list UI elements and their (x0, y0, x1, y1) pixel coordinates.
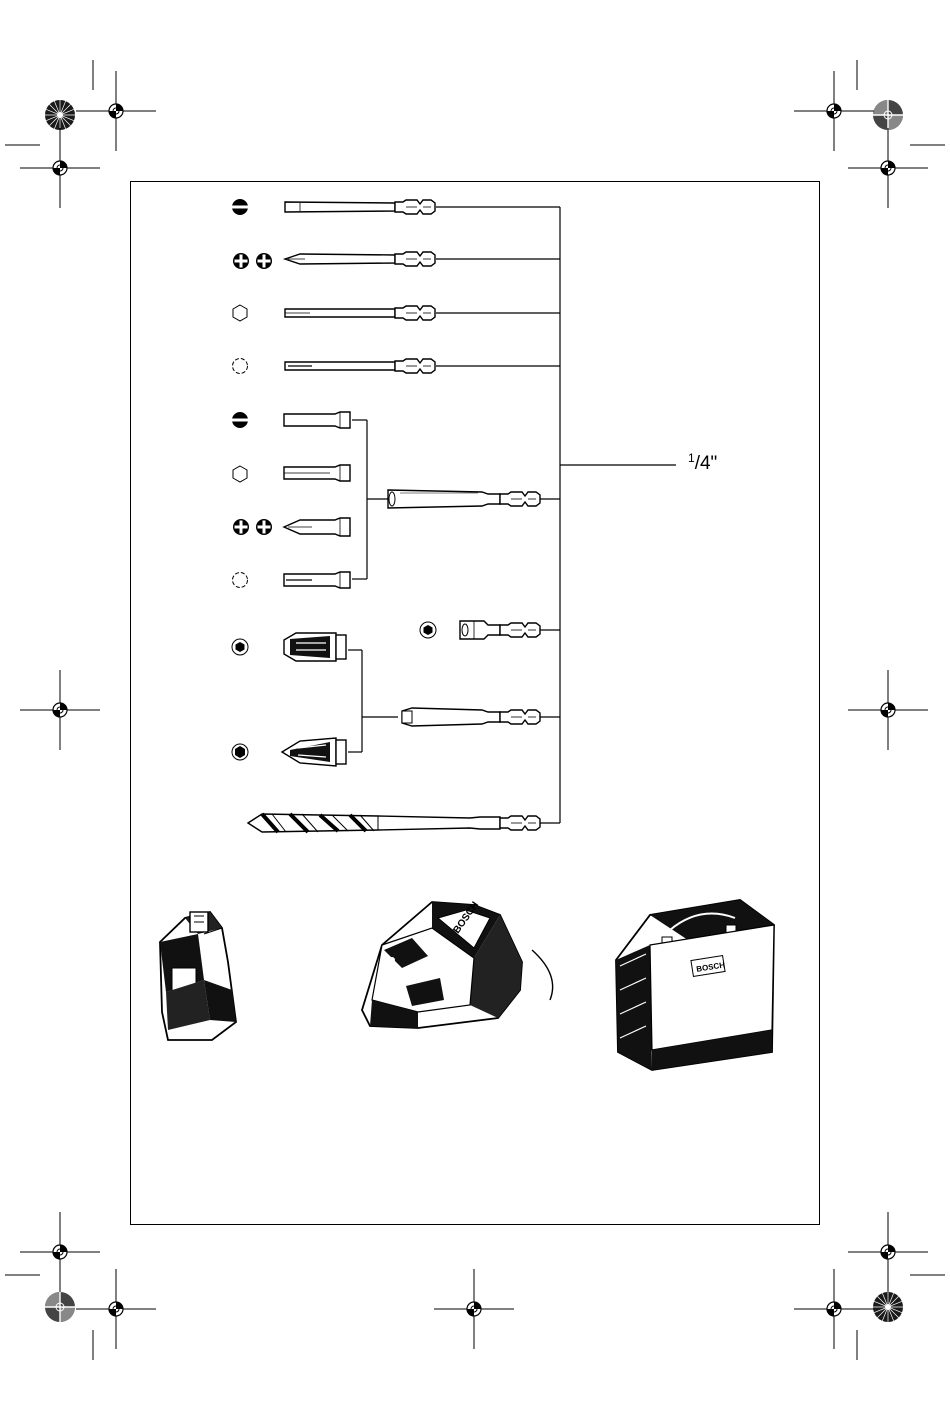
short-torx-bit (284, 572, 350, 588)
hex-socket-icon (232, 744, 248, 760)
slotted-icon (232, 412, 248, 428)
short-phillips-bit (284, 518, 350, 536)
carrying-case: BOSCH (616, 900, 774, 1070)
hex-socket-icon (420, 622, 436, 638)
hex-bit (285, 306, 435, 320)
twist-drill-bit (248, 814, 540, 832)
phillips-icon (233, 253, 272, 269)
torx-icon (233, 359, 248, 374)
hex-socket-small (284, 633, 346, 661)
hex-socket-icon (232, 639, 248, 655)
hex-socket-large (282, 738, 346, 766)
torx-icon (233, 573, 248, 588)
slotted-icon (232, 199, 248, 215)
hex-sockets (282, 633, 346, 766)
socket-adapter (402, 708, 540, 726)
torx-bit (285, 359, 435, 373)
slotted-bit (285, 200, 435, 214)
short-hex-bit (284, 465, 350, 481)
connector-lines (348, 207, 676, 823)
short-slotted-bit (284, 412, 350, 428)
phillips-bit (285, 252, 435, 266)
long-bits (285, 200, 435, 373)
bit-holder (388, 490, 540, 508)
charger: BOSCH (362, 900, 553, 1028)
battery-pack (160, 912, 236, 1040)
hex-icon (233, 305, 247, 321)
nut-setter (460, 621, 540, 639)
phillips-icon (233, 519, 272, 535)
short-bits (284, 412, 350, 588)
hex-icon (233, 466, 247, 482)
